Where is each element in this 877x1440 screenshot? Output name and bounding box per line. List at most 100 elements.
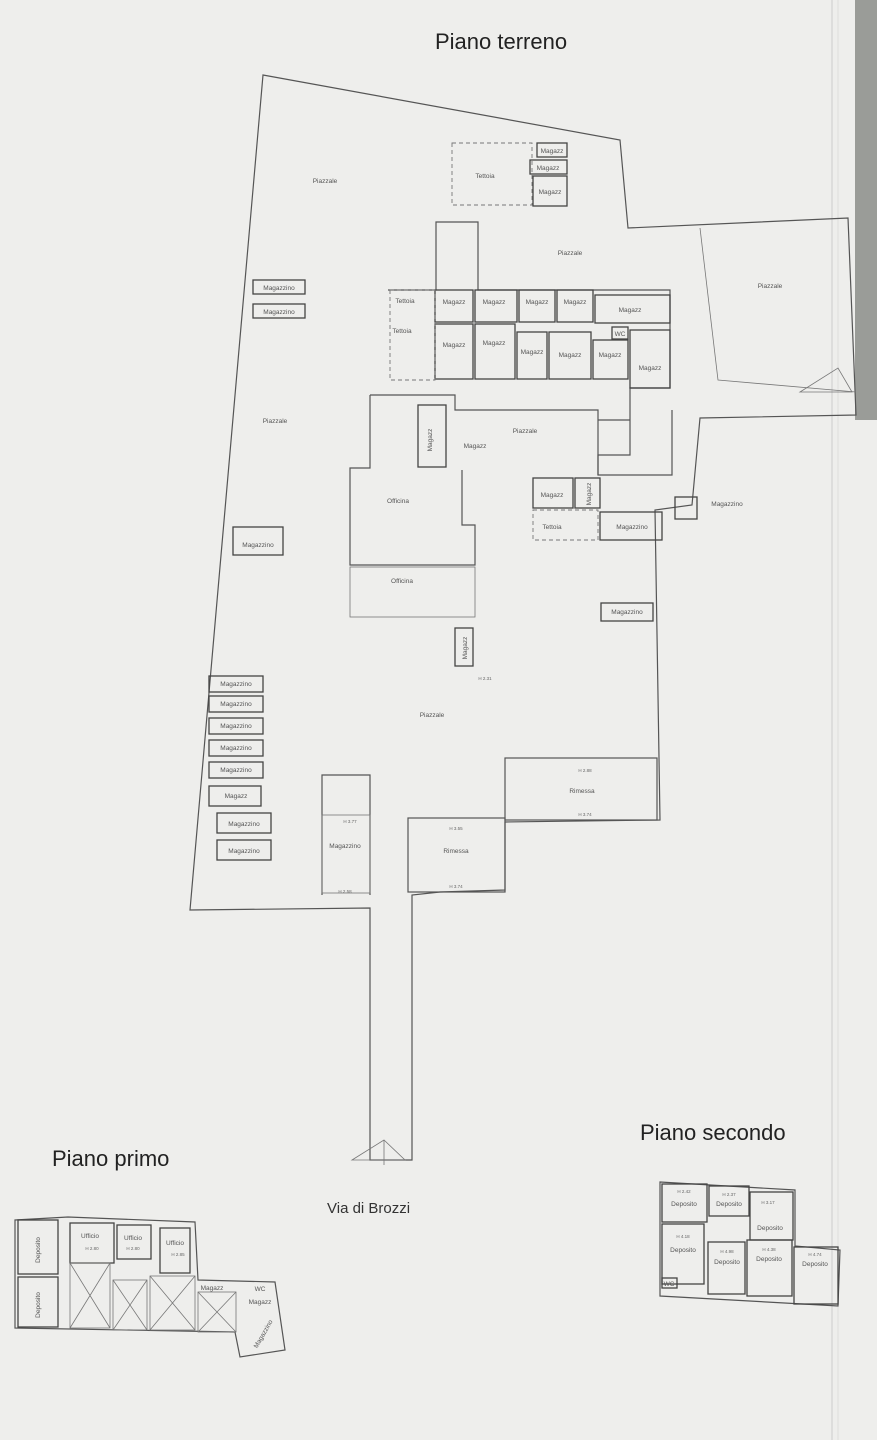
magazzino-mid-right (600, 602, 654, 622)
magazz-vertical (417, 404, 447, 468)
ufficio-2 (116, 1224, 152, 1260)
height-label: H 3.55 (449, 826, 463, 831)
label-magazz: Magazz (539, 189, 562, 196)
magazz-room (629, 329, 671, 389)
label-magazzino: Magazzino (263, 309, 295, 316)
entrance-arrow (798, 367, 853, 393)
tettoia-top (451, 142, 533, 206)
label-magazz: Magazz (541, 148, 564, 155)
deposito-1 (17, 1219, 59, 1275)
magazz-room (474, 289, 518, 323)
tettoia-right (532, 509, 599, 541)
magazz-centre (454, 627, 474, 667)
height-label: H 2.80 (85, 1246, 99, 1251)
background-edge (855, 0, 877, 420)
label-tettoia: Tettoia (542, 524, 562, 531)
title-piano-terreno: Piano terreno (435, 29, 567, 54)
height-label: H 4.74 (808, 1252, 822, 1257)
label-deposito: Deposito (716, 1201, 742, 1208)
label-piazzale: Piazzale (513, 428, 538, 435)
ufficio-1 (69, 1222, 115, 1264)
height-label: H 2.42 (677, 1189, 691, 1194)
right-courtyard-line (699, 227, 857, 393)
label-deposito: Deposito (670, 1247, 696, 1254)
height-label: H 4.18 (676, 1234, 690, 1239)
officina-walls (349, 395, 476, 566)
magazz-small (574, 477, 601, 509)
label-magazzino: Magazzino (228, 821, 260, 828)
label-tettoia: Tettoia (475, 173, 495, 180)
title-piano-primo: Piano primo (52, 1146, 169, 1171)
label-wc: WC (615, 331, 626, 338)
magazzino-stack (208, 739, 264, 757)
label-magazz: Magazz (541, 492, 564, 499)
magazzino-mid-left (232, 526, 284, 556)
magazzino-street-room (321, 814, 371, 894)
label-deposito: Deposito (35, 1292, 42, 1318)
magazzino-right (599, 511, 663, 541)
street-label: Via di Brozzi (327, 1200, 410, 1217)
magazzino-stack (208, 675, 264, 693)
label-deposito: Deposito (756, 1256, 782, 1263)
label-rimessa: Rimessa (569, 788, 595, 795)
ufficio-3 (159, 1227, 191, 1274)
magazz-room (518, 289, 556, 323)
label-ufficio: Ufficio (81, 1233, 99, 1240)
label-magazzino: Magazzino (220, 701, 252, 708)
label-officina: Officina (391, 578, 413, 585)
height-label: H 3.74 (449, 884, 463, 889)
magazz-room (516, 331, 548, 380)
officina-block (370, 394, 630, 475)
wc-room (611, 326, 629, 340)
magazzino-stack (208, 717, 264, 735)
magazz-right (532, 477, 574, 509)
magazz-room (434, 289, 474, 323)
height-label: H 3.77 (343, 819, 357, 824)
second-floor-plan: Deposito Deposito Deposito Deposito Depo… (659, 1181, 841, 1307)
height-label: H 2.37 (722, 1192, 736, 1197)
magazzino-stack (216, 812, 272, 834)
label-piazzale: Piazzale (263, 418, 288, 425)
label-magazzino: Magazzino (611, 609, 643, 616)
label-magazzino: Magazzino (220, 767, 252, 774)
ground-floor-plan: Piazzale Tettoia Magazz Magazz Magazz Pi… (189, 74, 857, 1165)
label-magazz: Magazz (443, 342, 466, 349)
label-magazz: Magazz (249, 1299, 272, 1306)
label-magazzino: Magazzino (711, 501, 743, 508)
deposito-room (746, 1239, 793, 1297)
magazzino-left-2 (252, 303, 306, 319)
height-label: H 4.38 (762, 1247, 776, 1252)
deposito-room (661, 1183, 708, 1223)
height-label: H 3.17 (761, 1200, 775, 1205)
label-magazz: Magazz (483, 299, 506, 306)
height-label: H 2.58 (338, 889, 352, 894)
height-label: H 2.31 (478, 676, 492, 681)
label-magazz: Magazz (586, 483, 593, 506)
label-magazz: Magazz (599, 352, 622, 359)
label-magazz: Magazz (521, 349, 544, 356)
label-rimessa: Rimessa (443, 848, 469, 855)
label-ufficio: Ufficio (124, 1235, 142, 1242)
magazz-stack (208, 785, 262, 807)
label-magazz: Magazz (483, 340, 506, 347)
label-magazzino: Magazzino (220, 723, 252, 730)
deposito-room (708, 1185, 750, 1217)
magazzino-left-1 (252, 279, 306, 295)
label-magazzino: Magazzino (616, 524, 648, 531)
label-magazz: Magazz (559, 352, 582, 359)
label-magazz: Magazz (537, 165, 560, 172)
label-officina: Officina (387, 498, 409, 505)
height-label: H 4.98 (720, 1249, 734, 1254)
magazz-top-1 (536, 142, 568, 158)
label-piazzale: Piazzale (313, 178, 338, 185)
rimessa-2 (504, 757, 658, 821)
label-piazzale: Piazzale (758, 283, 783, 290)
magazz-room (594, 294, 671, 324)
magazz-room (592, 339, 629, 380)
height-label: H 2.85 (171, 1252, 185, 1257)
wc-room (661, 1277, 678, 1289)
height-label: H 2.80 (126, 1246, 140, 1251)
label-magazzino: Magazzino (263, 285, 295, 292)
first-floor-plan: Deposito Deposito Ufficio Ufficio Uffici… (14, 1216, 286, 1358)
second-floor-outline (659, 1181, 841, 1307)
